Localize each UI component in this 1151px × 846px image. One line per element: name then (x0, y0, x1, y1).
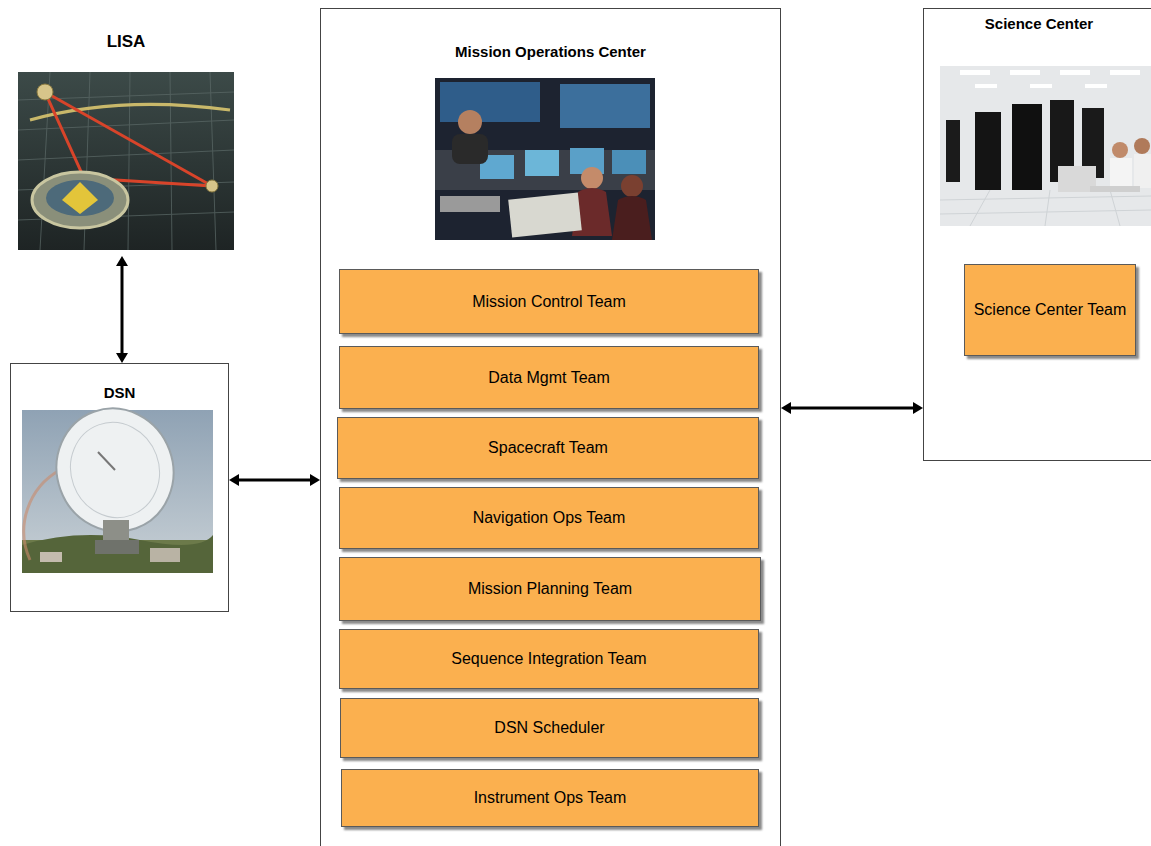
team-label: Data Mgmt Team (488, 369, 610, 387)
spacecraft-node: LISA (18, 30, 234, 250)
team-box: Mission Control Team (339, 269, 759, 334)
facility-box: Mission Operations CenterMission Control… (320, 8, 781, 846)
team-label: Spacecraft Team (488, 439, 608, 457)
team-label: Navigation Ops Team (473, 509, 626, 527)
team-box: Navigation Ops Team (339, 487, 759, 549)
team-box: DSN Scheduler (340, 698, 759, 758)
team-label: Sequence Integration Team (451, 650, 646, 668)
team-box: Instrument Ops Team (341, 769, 759, 827)
team-label: Mission Control Team (472, 293, 626, 311)
box-title: Mission Operations Center (321, 43, 780, 60)
team-label: Science Center Team (974, 301, 1127, 319)
double-arrow (781, 402, 923, 414)
team-label: Mission Planning Team (468, 580, 632, 598)
team-label: Instrument Ops Team (474, 789, 627, 807)
team-box: Spacecraft Team (337, 417, 759, 479)
double-arrow (229, 474, 320, 486)
team-label: DSN Scheduler (494, 719, 604, 737)
server-room-photo (940, 66, 1151, 226)
team-box: Data Mgmt Team (339, 346, 759, 409)
double-arrow (116, 256, 128, 363)
facility-box: DSN (10, 363, 229, 612)
box-title: Science Center (924, 15, 1151, 32)
facility-box: Science CenterScience Center Team (923, 8, 1151, 461)
team-box: Science Center Team (964, 264, 1136, 356)
control-room-photo (435, 78, 655, 240)
dsn-dish-photo (22, 392, 213, 573)
team-box: Sequence Integration Team (339, 629, 759, 689)
lisa-illustration (18, 72, 234, 250)
box-title: DSN (11, 384, 228, 401)
box-title: LISA (18, 32, 234, 52)
team-box: Mission Planning Team (339, 557, 761, 621)
